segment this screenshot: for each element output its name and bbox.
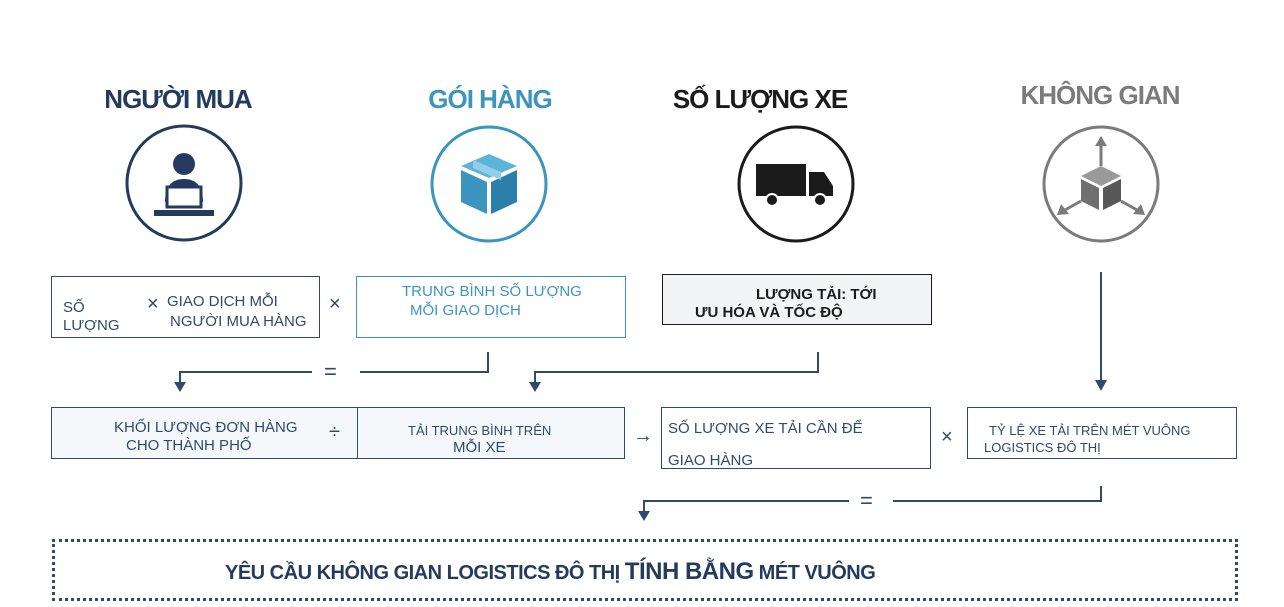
heading-package: GÓI HÀNG xyxy=(428,84,552,114)
truck-ratio-line1: TỶ LỆ XE TẢI TRÊN MÉT VUÔNG xyxy=(989,423,1191,438)
package-formula-box: TRUNG BÌNH SỐ LƯỢNG MỖI GIAO DỊCH xyxy=(356,276,626,338)
person-laptop-icon xyxy=(125,124,243,242)
equals-sign-row2: = xyxy=(860,488,873,513)
divide-sign: ÷ xyxy=(329,421,340,443)
truck-ratio-line2: LOGISTICS ĐÔ THỊ xyxy=(984,440,1101,455)
transactions-label-line2: NGƯỜI MUA HÀNG xyxy=(170,313,307,330)
load-label-line1: LƯỢNG TẢI: TỚI xyxy=(756,286,877,303)
result-part2: TÍNH BẰNG xyxy=(624,558,754,585)
city-volume-line1: KHỐI LƯỢNG ĐƠN HÀNG xyxy=(114,419,298,436)
quantity-label-line2: LƯỢNG xyxy=(63,317,120,334)
heading-buyer: NGƯỜI MUA xyxy=(104,84,252,114)
result-box: YÊU CẦU KHÔNG GIAN LOGISTICS ĐÔ THỊ TÍNH… xyxy=(52,539,1238,601)
average-load-line2: MỖI XE xyxy=(453,439,506,456)
package-box-icon xyxy=(430,125,548,243)
trucks-needed-line2: GIAO HÀNG xyxy=(668,452,754,469)
times-sign-row1: × xyxy=(329,293,341,315)
result-text: YÊU CẦU KHÔNG GIAN LOGISTICS ĐÔ THỊ TÍNH… xyxy=(225,558,876,586)
average-load-line1: TẢI TRUNG BÌNH TRÊN xyxy=(408,423,552,438)
city-volume-box: KHỐI LƯỢNG ĐƠN HÀNG CHO THÀNH PHỐ ÷ xyxy=(51,407,377,459)
trucks-needed-box: SỐ LƯỢNG XE TẢI CẦN ĐỂ GIAO HÀNG xyxy=(661,407,931,469)
times-sign-row2: × xyxy=(941,426,953,448)
truck-ratio-box: TỶ LỆ XE TẢI TRÊN MÉT VUÔNG LOGISTICS ĐÔ… xyxy=(967,407,1237,459)
city-volume-line2: CHO THÀNH PHỐ xyxy=(126,437,252,454)
heading-vehicle: SỐ LƯỢNG XE xyxy=(672,84,848,114)
average-load-box: TẢI TRUNG BÌNH TRÊN MỖI XE xyxy=(357,407,625,459)
times-sign-inner: × xyxy=(147,293,159,315)
transactions-label-line1: GIAO DỊCH MỖI xyxy=(167,293,278,310)
truck-icon xyxy=(737,125,855,243)
space-cube-icon xyxy=(1042,125,1160,243)
average-quantity-line2: MỖI GIAO DỊCH xyxy=(410,302,521,319)
heading-space: KHÔNG GIAN xyxy=(1020,80,1181,110)
result-part3: MÉT VUÔNG xyxy=(753,562,876,584)
result-part1: YÊU CẦU KHÔNG GIAN LOGISTICS ĐÔ THỊ xyxy=(225,562,625,584)
average-quantity-line1: TRUNG BÌNH SỐ LƯỢNG xyxy=(402,283,582,300)
buyer-formula-box: SỐ LƯỢNG × GIAO DỊCH MỖI NGƯỜI MUA HÀNG xyxy=(51,276,320,338)
trucks-needed-line1: SỐ LƯỢNG XE TẢI CẦN ĐỂ xyxy=(668,420,863,437)
vehicle-formula-box: LƯỢNG TẢI: TỚI ƯU HÓA VÀ TỐC ĐỘ xyxy=(662,274,932,325)
equals-sign-row1: = xyxy=(324,359,337,384)
quantity-label-line1: SỐ xyxy=(63,299,85,316)
arrow-sign: → xyxy=(633,425,653,447)
load-label-line2: ƯU HÓA VÀ TỐC ĐỘ xyxy=(695,304,843,321)
